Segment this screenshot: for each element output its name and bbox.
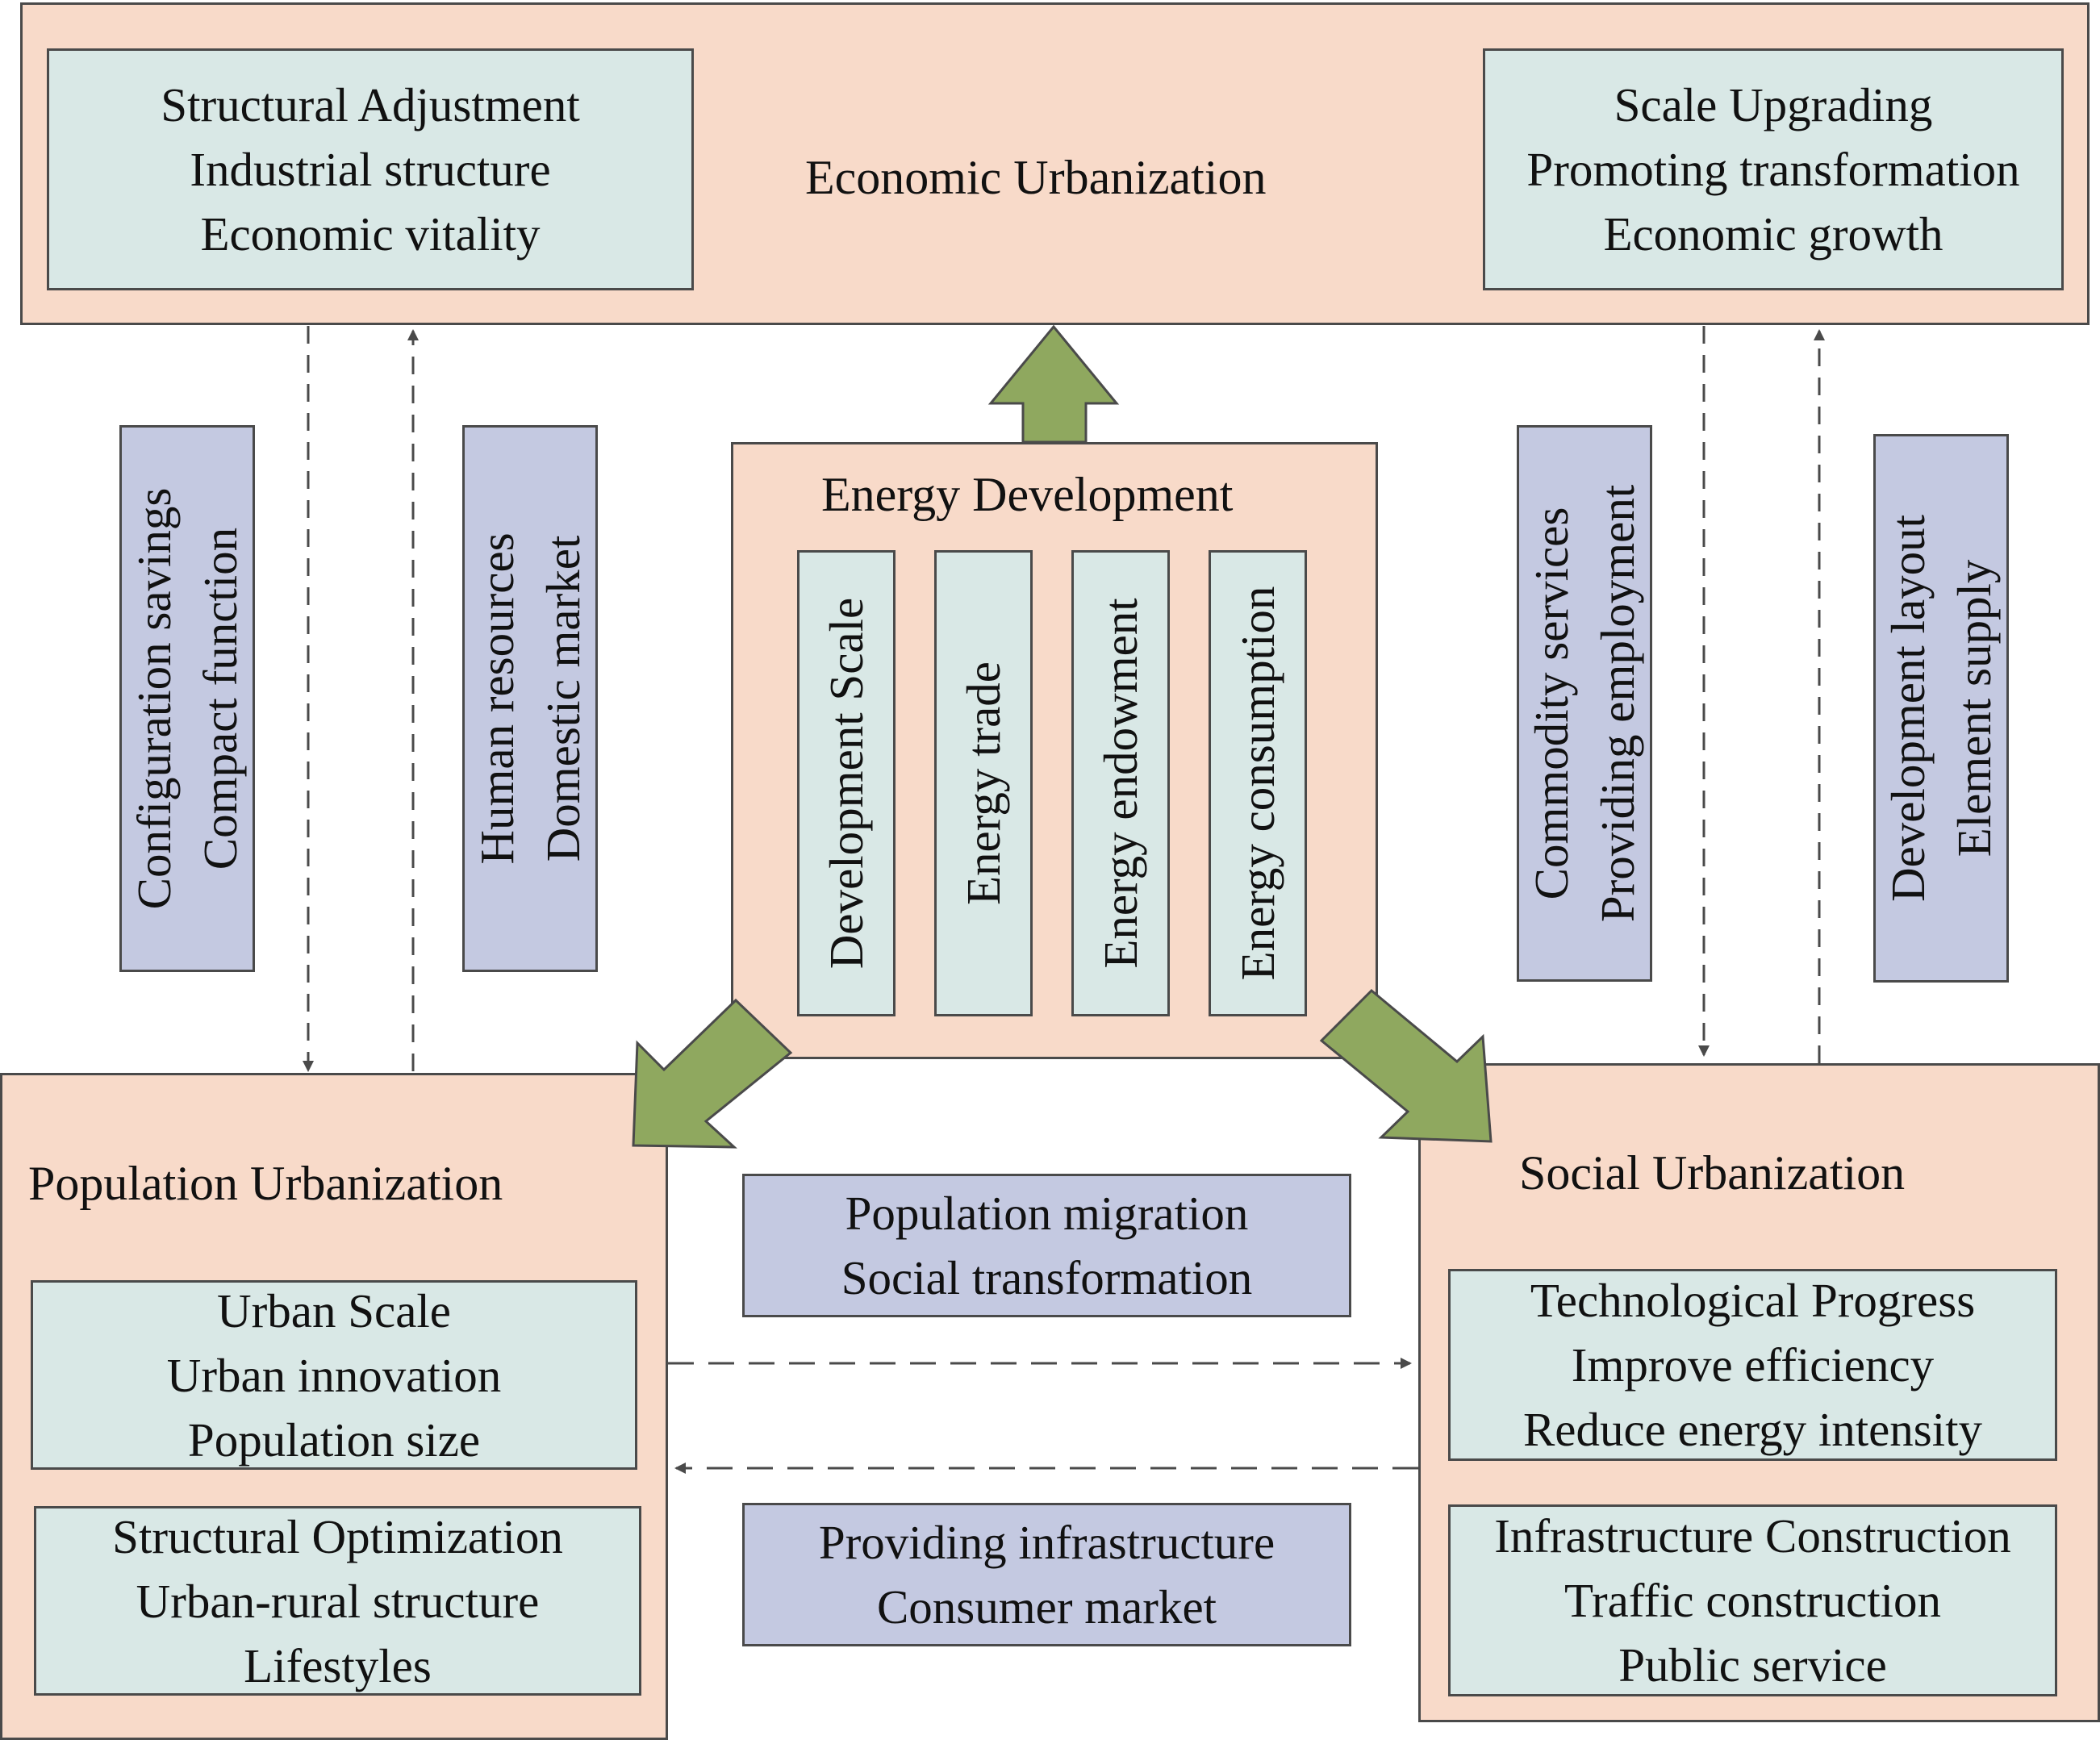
scale-upgrading-line-1: Scale Upgrading xyxy=(1614,78,1933,131)
infrastructure-construction-text: Infrastructure Construction Traffic cons… xyxy=(1448,1504,2057,1696)
structural-optimization-box xyxy=(34,1506,641,1696)
config-savings-box xyxy=(119,425,255,972)
scale-upgrading-text: Scale Upgrading Promoting transformation… xyxy=(1483,48,2064,290)
providing-infrastructure-text: Providing infrastructure Consumer market xyxy=(742,1503,1351,1646)
structural-optimization-line-3: Lifestyles xyxy=(244,1638,432,1692)
technological-progress-text: Technological Progress Improve efficienc… xyxy=(1448,1269,2057,1461)
energy-development-title: Energy Development xyxy=(821,468,1234,521)
energy-item-energy-consumption xyxy=(1209,550,1307,1016)
energy-item-energy-trade xyxy=(934,550,1033,1016)
population-migration-box xyxy=(742,1174,1351,1317)
population-migration-line-2: Social transformation xyxy=(841,1251,1253,1304)
arrow-energy-to-population xyxy=(632,998,793,1149)
infrastructure-construction-line-3: Public service xyxy=(1618,1638,1887,1692)
population-urbanization-title: Population Urbanization xyxy=(28,1157,503,1210)
technological-progress-line-3: Reduce energy intensity xyxy=(1522,1403,1983,1456)
economic-urbanization-title: Economic Urbanization xyxy=(805,151,1267,204)
technological-progress-line-1: Technological Progress xyxy=(1530,1274,1976,1327)
social-urbanization-title: Social Urbanization xyxy=(1519,1146,1906,1200)
structural-adjustment-line-3: Economic vitality xyxy=(200,207,541,261)
arrow-energy-to-social xyxy=(1319,988,1493,1143)
structural-optimization-line-1: Structural Optimization xyxy=(112,1509,563,1563)
population-migration-line-1: Population migration xyxy=(845,1187,1249,1240)
urban-scale-text: Urban Scale Urban innovation Population … xyxy=(31,1280,637,1470)
urban-scale-line-2: Urban innovation xyxy=(166,1348,502,1402)
technological-progress-box xyxy=(1448,1269,2057,1461)
structural-optimization-text: Structural Optimization Urban-rural stru… xyxy=(34,1506,641,1696)
arrow-energy-to-economic xyxy=(987,324,1120,444)
providing-infrastructure-line-2: Consumer market xyxy=(876,1580,1217,1634)
human-resources-box xyxy=(462,425,598,972)
structural-adjustment-box xyxy=(47,48,694,290)
development-layout-box xyxy=(1873,434,2009,983)
structural-adjustment-line-2: Industrial structure xyxy=(190,143,551,196)
providing-infrastructure-box xyxy=(742,1503,1351,1646)
urban-scale-line-1: Urban Scale xyxy=(217,1283,451,1337)
population-migration-text: Population migration Social transformati… xyxy=(742,1174,1351,1317)
commodity-services-box xyxy=(1517,425,1652,982)
infrastructure-construction-box xyxy=(1448,1504,2057,1696)
urban-scale-line-3: Population size xyxy=(187,1412,481,1467)
energy-item-development-scale xyxy=(797,550,896,1016)
structural-adjustment-text: Structural Adjustment Industrial structu… xyxy=(47,48,694,290)
scale-upgrading-line-2: Promoting transformation xyxy=(1526,143,2020,196)
structural-adjustment-line-1: Structural Adjustment xyxy=(161,78,580,131)
energy-item-energy-endowment xyxy=(1071,550,1170,1016)
urban-scale-box xyxy=(31,1280,637,1470)
providing-infrastructure-line-1: Providing infrastructure xyxy=(818,1516,1275,1569)
scale-upgrading-line-3: Economic growth xyxy=(1603,207,1943,261)
technological-progress-line-2: Improve efficiency xyxy=(1571,1338,1935,1392)
infrastructure-construction-line-1: Infrastructure Construction xyxy=(1494,1509,2011,1563)
scale-upgrading-box xyxy=(1483,48,2064,290)
infrastructure-construction-line-2: Traffic construction xyxy=(1564,1574,1942,1627)
structural-optimization-line-2: Urban-rural structure xyxy=(136,1574,540,1628)
